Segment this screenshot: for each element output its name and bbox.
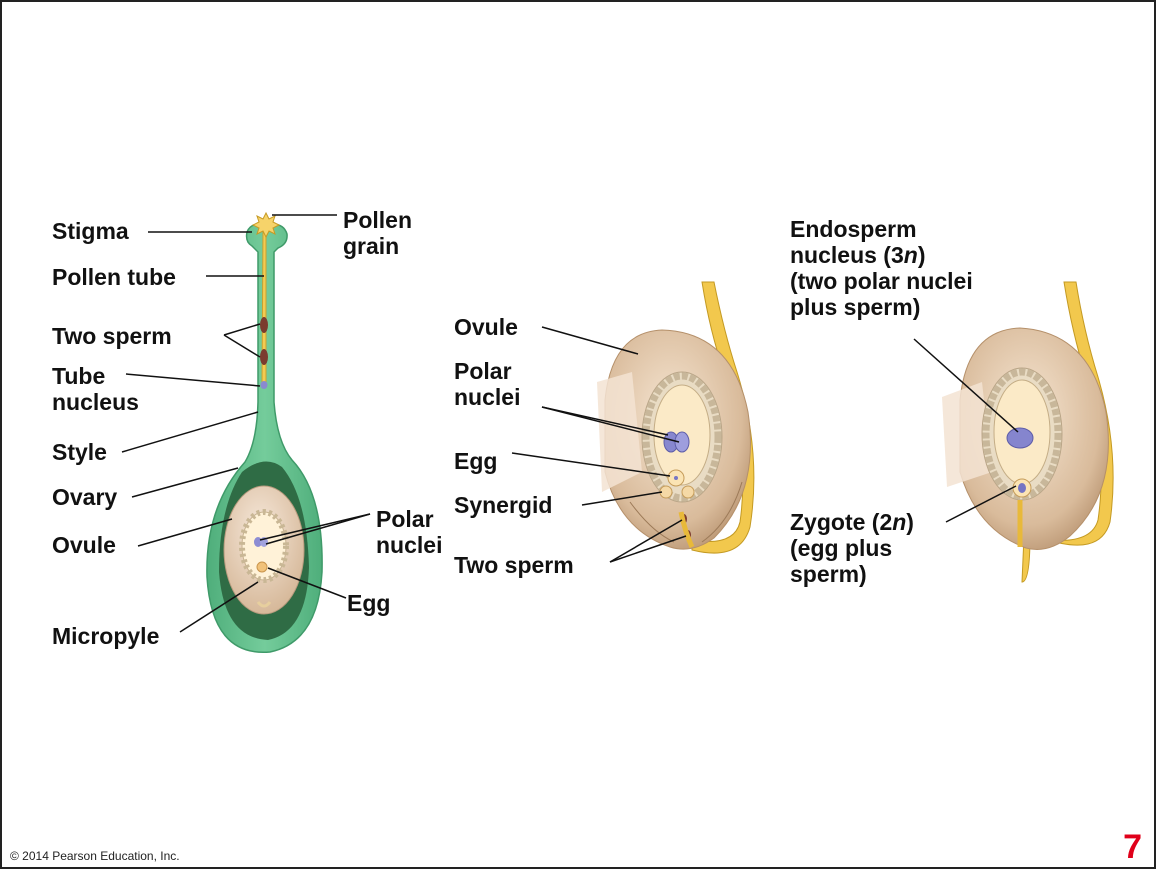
label-endosperm-line2-n: n (904, 242, 918, 268)
label-egg-mid: Egg (454, 448, 497, 474)
copyright-footer: © 2014 Pearson Education, Inc. (10, 849, 180, 863)
label-ovule-mid: Ovule (454, 314, 518, 340)
label-pollen-grain-line1: Pollen (343, 207, 412, 233)
label-tube-nucleus: Tube nucleus (52, 363, 139, 415)
label-zygote-line1: Zygote (2n) (790, 509, 914, 535)
label-two-sperm-left: Two sperm (52, 323, 172, 349)
label-zygote-line1-a: Zygote (2 (790, 509, 892, 535)
label-ovary: Ovary (52, 484, 117, 510)
sperm-left-2 (260, 349, 268, 365)
egg-nucleus-mid (674, 476, 678, 480)
label-endosperm-line4: plus sperm) (790, 294, 973, 320)
label-tube-nucleus-line2: nucleus (52, 389, 139, 415)
synergid-2 (682, 486, 694, 498)
label-synergid: Synergid (454, 492, 552, 518)
label-pollen-grain-line2: grain (343, 233, 412, 259)
label-tube-nucleus-line1: Tube (52, 363, 139, 389)
label-endosperm-line3: (two polar nuclei (790, 268, 973, 294)
line-two-sperm-a (224, 324, 260, 335)
sperm-left-1 (260, 317, 268, 333)
endosperm-nucleus (1007, 428, 1033, 448)
pollen-grain (253, 213, 279, 237)
label-two-sperm-mid: Two sperm (454, 552, 574, 578)
label-polar-nuclei-mid-line1: Polar (454, 358, 520, 384)
label-pollen-tube: Pollen tube (52, 264, 176, 290)
label-pollen-grain: Pollen grain (343, 207, 412, 259)
pistil (207, 213, 322, 652)
label-polar-nuclei-mid: Polar nuclei (454, 358, 520, 410)
label-zygote-line1-n: n (892, 509, 906, 535)
label-zygote: Zygote (2n) (egg plus sperm) (790, 509, 914, 587)
label-endosperm-line2: nucleus (3n) (790, 242, 973, 268)
line-ovule-mid (542, 327, 638, 354)
label-egg-left: Egg (347, 590, 390, 616)
label-endosperm-line2-b: ) (918, 242, 926, 268)
label-endosperm: Endosperm nucleus (3n) (two polar nuclei… (790, 216, 973, 320)
label-zygote-line3: sperm) (790, 561, 914, 587)
label-endosperm-line1: Endosperm (790, 216, 973, 242)
tube-nucleus-dot (261, 381, 268, 389)
label-polar-nuclei-left: Polar nuclei (376, 506, 442, 558)
label-polar-nuclei-left-line1: Polar (376, 506, 442, 532)
label-micropyle: Micropyle (52, 623, 159, 649)
label-polar-nuclei-mid-line2: nuclei (454, 384, 520, 410)
page-number: 7 (1123, 829, 1142, 865)
label-endosperm-line2-a: nucleus (3 (790, 242, 904, 268)
egg-left (257, 562, 267, 572)
line-ovary (132, 468, 238, 497)
line-tube-nucleus (126, 374, 260, 386)
label-zygote-line2: (egg plus (790, 535, 914, 561)
label-polar-nuclei-left-line2: nuclei (376, 532, 442, 558)
label-style: Style (52, 439, 107, 465)
label-zygote-line1-b: ) (906, 509, 914, 535)
zygote-nucleus (1018, 483, 1026, 493)
ovule-middle (597, 282, 754, 553)
label-stigma: Stigma (52, 218, 129, 244)
ovule-right (942, 282, 1113, 582)
line-style (122, 412, 258, 452)
label-ovule-left: Ovule (52, 532, 116, 558)
line-two-sperm-b (224, 335, 260, 357)
